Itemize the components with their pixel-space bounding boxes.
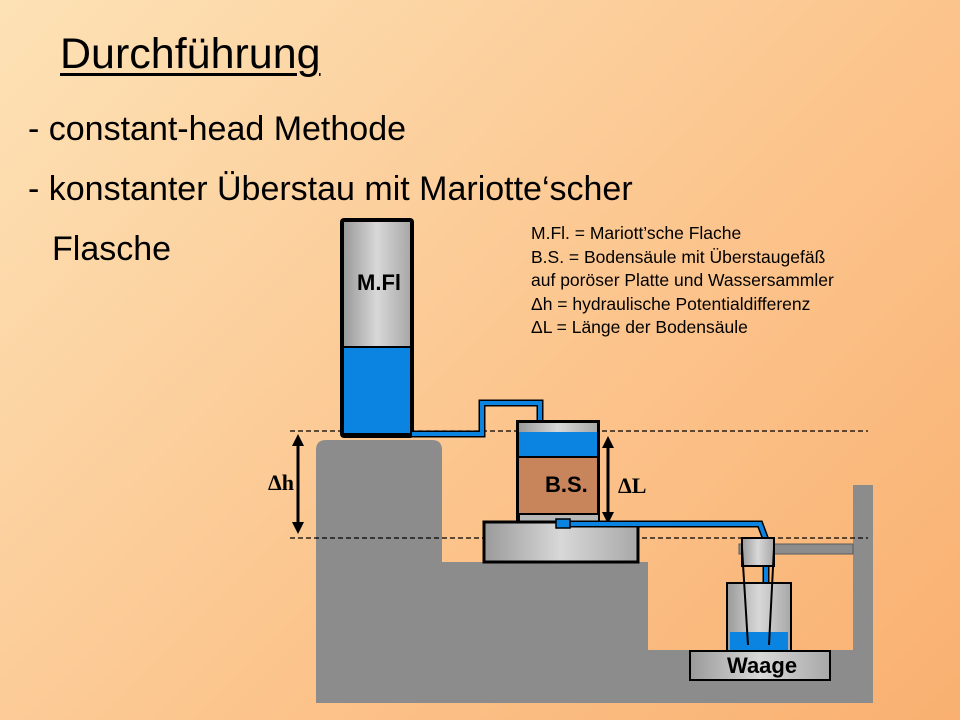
holder-arm [738, 543, 854, 555]
legend: M.Fl. = Mariott’sche Flache B.S. = Boden… [531, 222, 834, 340]
legend-item-delta-l: ΔL = Länge der Bodensäule [531, 317, 748, 337]
soil-column: B.S. [516, 420, 600, 522]
collecting-vessel [726, 547, 792, 652]
delta-l-label: ΔL [618, 473, 646, 498]
legend-item-bs: B.S. = Bodensäule mit Überstaugefäß [531, 246, 826, 267]
bullet-konstanter-ueberstau: - konstanter Überstau mit Mariotte‘scher [28, 170, 633, 208]
legend-item-delta-h: Δh = hydraulische Potentialdifferenz [531, 293, 811, 314]
legend-item-bs-cont: auf poröser Platte und Wassersammler [531, 270, 834, 290]
bullet-constant-head: - constant-head Methode [28, 110, 407, 148]
soil-column-label: B.S. [545, 472, 588, 497]
scale: Waage [689, 650, 831, 681]
page-title: Durchführung [60, 30, 321, 78]
scale-label: Waage [727, 653, 797, 678]
legend-item-mfl: M.Fl. = Mariott’sche Flache [531, 223, 742, 243]
stand-base [316, 440, 873, 703]
bullet-continuation: Flasche [52, 230, 172, 268]
mariotte-bottle: M.Fl [340, 218, 414, 438]
mariotte-label: M.Fl [357, 270, 401, 295]
holder-clamp [741, 537, 775, 567]
delta-h-label: Δh [268, 470, 294, 495]
